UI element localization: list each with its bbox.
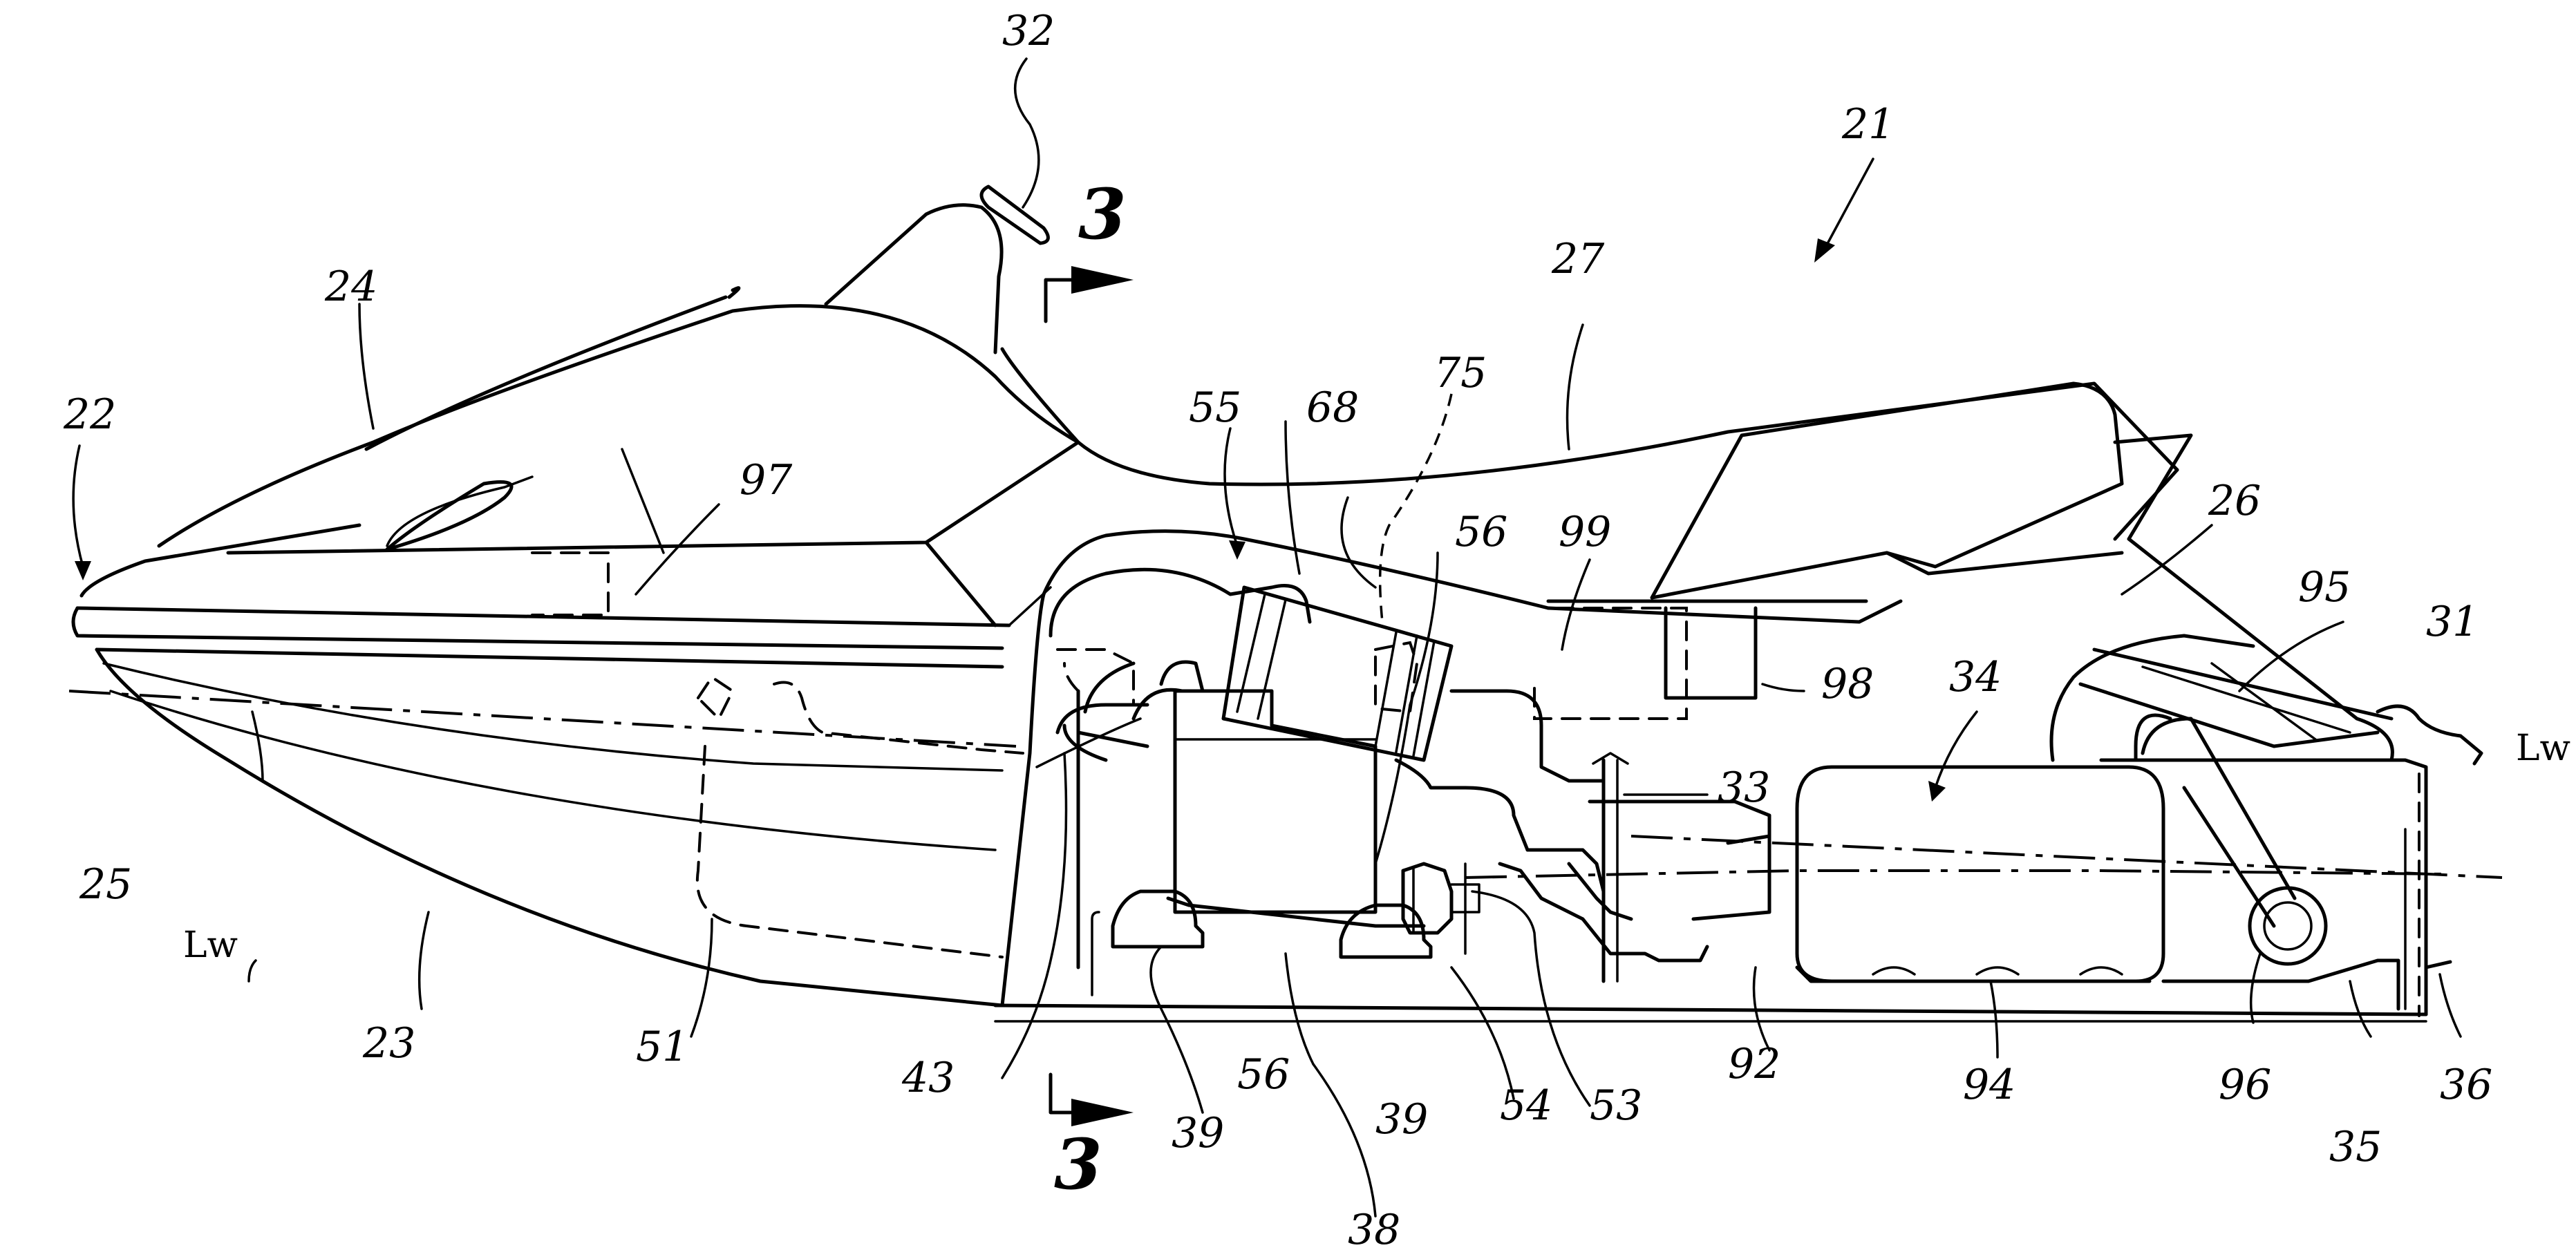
label-21: 21 [1841,100,1895,149]
label-25: 25 [79,860,132,909]
label-55: 55 [1189,384,1241,432]
section-marker-top [1046,266,1134,321]
label-94: 94 [1963,1061,2015,1109]
label-56-bottom: 56 [1237,1050,1290,1099]
label-68: 68 [1306,384,1359,432]
waterline-label-front: Lw [183,925,238,966]
waterline-label-rear: Lw [2516,728,2570,769]
label-27: 27 [1551,235,1605,283]
label-92: 92 [1728,1040,1780,1088]
label-75: 75 [1434,349,1487,397]
label-39-left: 39 [1172,1109,1224,1157]
section-marker-bottom-label: 3 [1054,1124,1102,1205]
label-97: 97 [740,456,793,504]
label-98: 98 [1821,660,1874,708]
label-43: 43 [901,1054,955,1102]
label-22: 22 [63,390,116,439]
label-31: 31 [2426,598,2479,646]
label-32: 32 [1002,7,1055,55]
label-24: 24 [324,263,377,311]
label-99: 99 [1559,508,1611,556]
deck-and-seat [159,187,2481,764]
label-39-right: 39 [1375,1095,1428,1144]
label-51: 51 [636,1023,688,1071]
label-54: 54 [1500,1081,1552,1130]
hull-outline [73,525,2450,1021]
section-marker-top-label: 3 [1078,173,1127,255]
label-95: 95 [2298,563,2351,612]
label-56-top: 56 [1455,508,1507,556]
section-marker-bottom [1051,1075,1134,1126]
label-36: 36 [2440,1061,2492,1109]
label-35: 35 [2329,1123,2382,1171]
label-23: 23 [362,1019,415,1068]
label-34: 34 [1949,653,2002,701]
engine-assembly [1051,569,1707,995]
label-33: 33 [1718,764,1770,812]
label-96: 96 [2219,1061,2271,1109]
label-38: 38 [1348,1206,1400,1254]
leader-lines [73,59,2461,1216]
label-26: 26 [2208,477,2261,525]
label-53: 53 [1590,1081,1642,1130]
